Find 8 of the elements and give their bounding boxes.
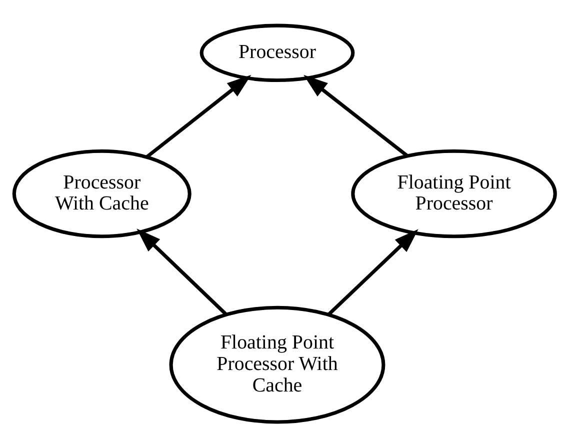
arrow: [145, 74, 252, 159]
node-ellipse: Floating Point Processor With Cache: [169, 306, 386, 424]
arrow: [304, 74, 409, 158]
arrow: [136, 228, 228, 316]
node-ellipse: Processor With Cache: [12, 149, 192, 238]
arrow: [328, 229, 418, 316]
node-ellipse: Processor: [200, 24, 355, 82]
node-ellipse: Floating Point Processor: [351, 149, 557, 238]
